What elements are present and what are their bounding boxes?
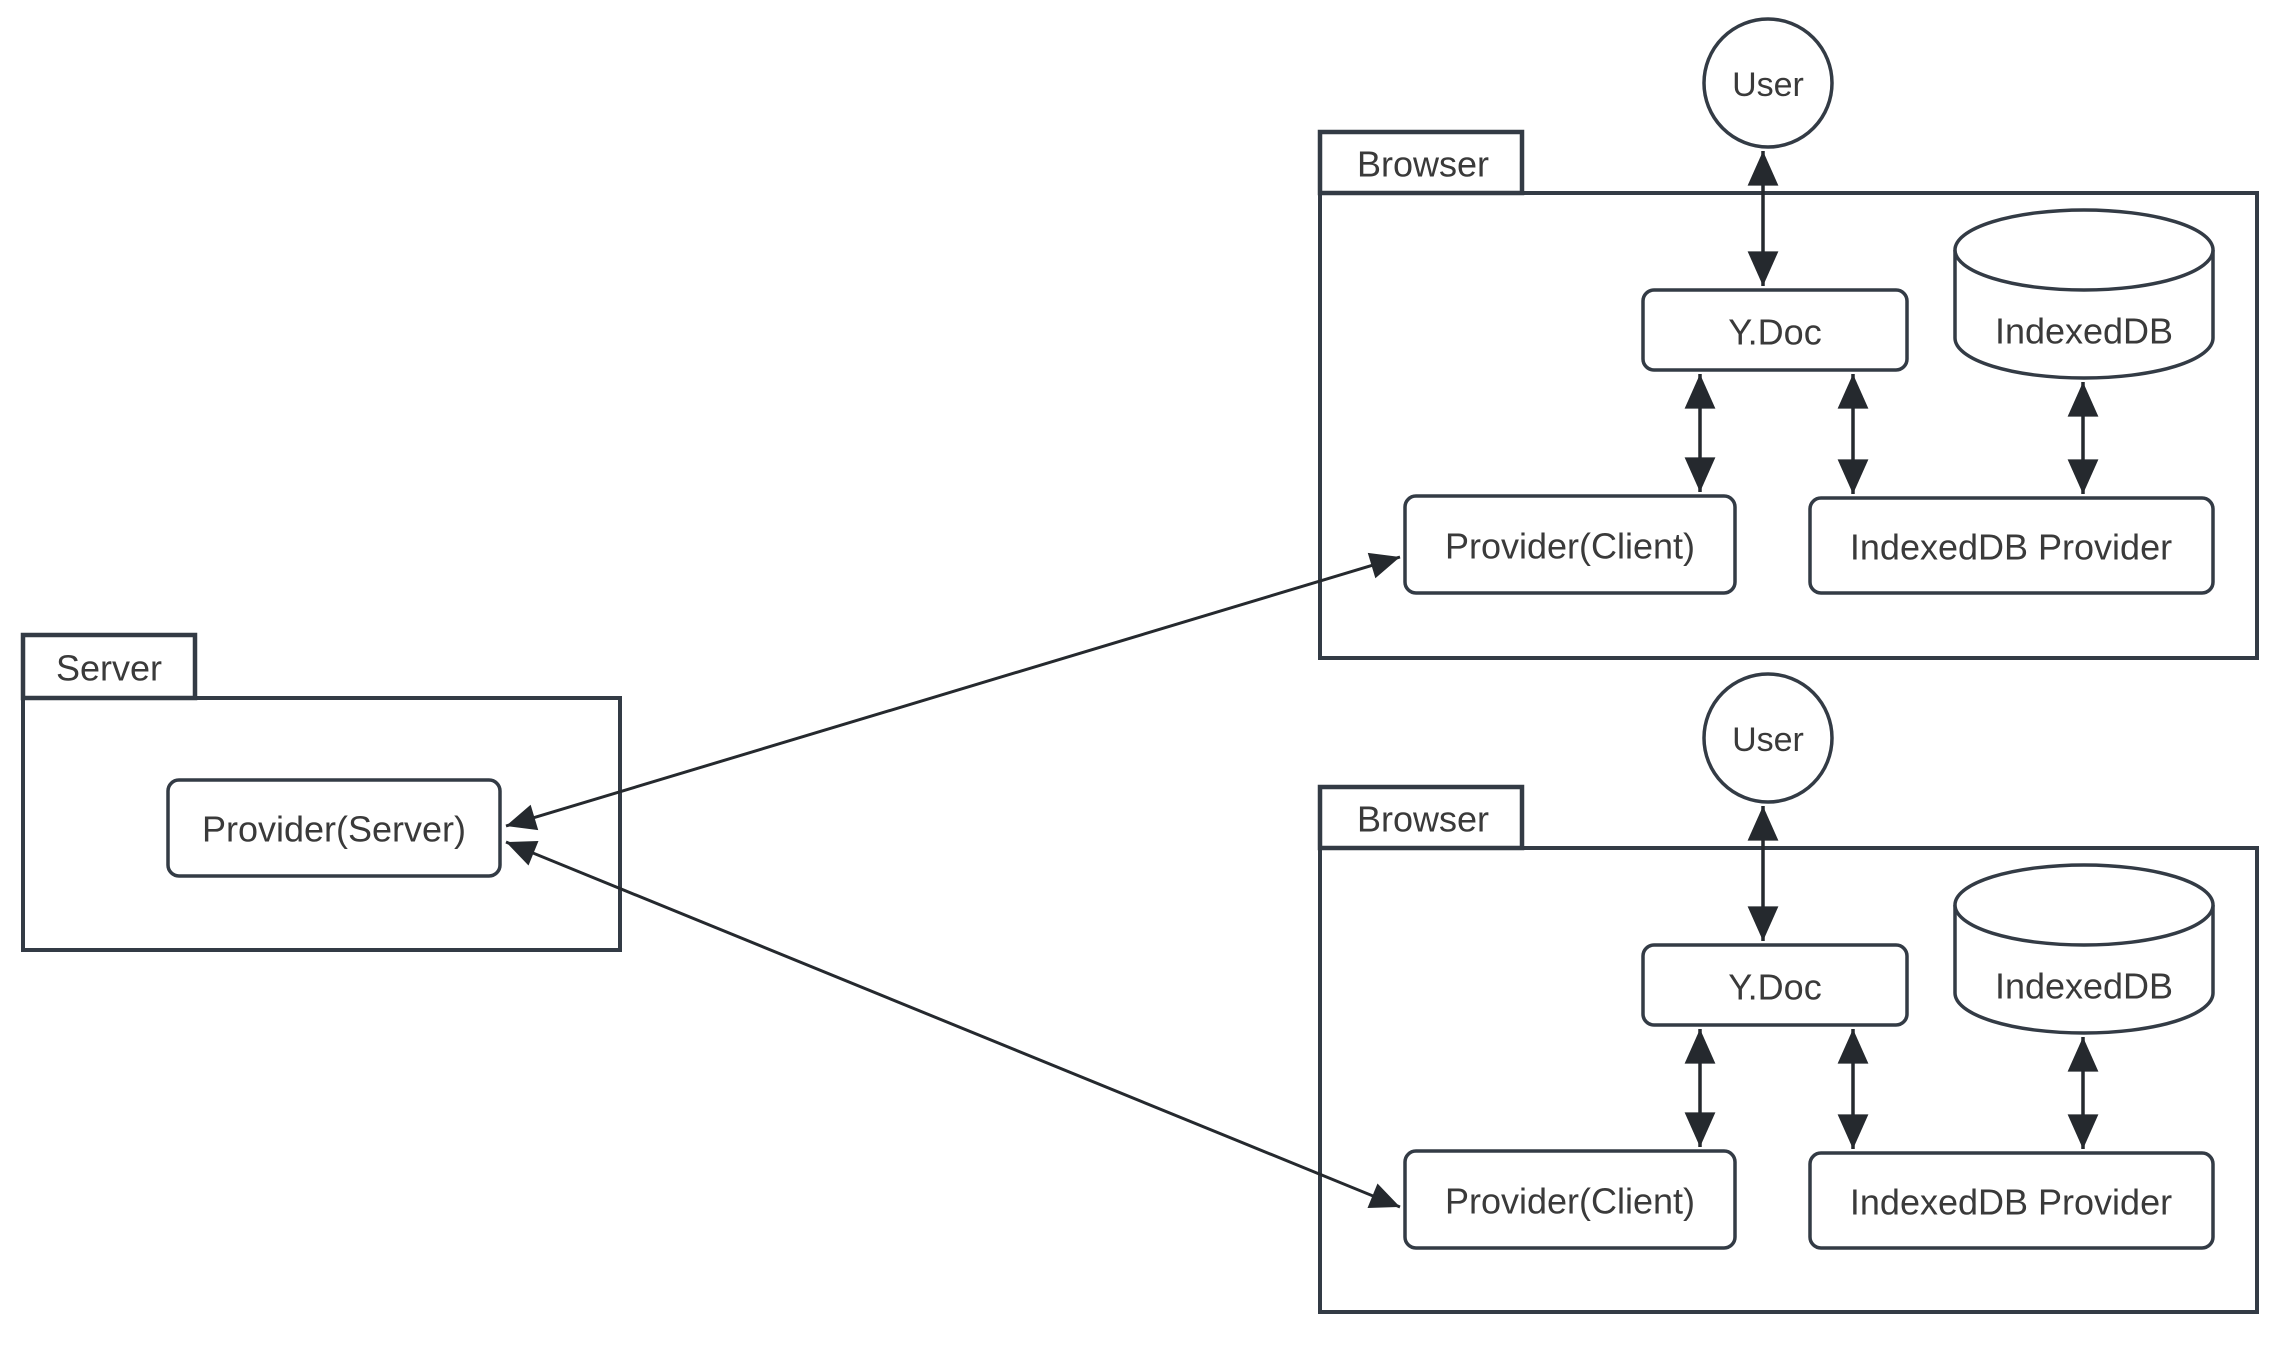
server-package: Server Provider(Server): [20, 632, 622, 952]
provider-client-2-label: Provider(Client): [1445, 1181, 1695, 1222]
ydoc-1-box: [1641, 288, 1909, 372]
indexeddb-2-cylinder-top: [1953, 863, 2215, 947]
indexeddb-provider-2-label: IndexedDB Provider: [1850, 1182, 2172, 1223]
indexeddb-provider-node-1: IndexedDB Provider: [1808, 496, 2215, 595]
server-package-label: Server: [56, 648, 162, 689]
indexeddb-2-label: IndexedDB: [1995, 966, 2173, 1007]
provider-server-box: [166, 778, 502, 878]
provider-server-node: Provider(Server): [166, 778, 502, 878]
user-actor-2: User: [1702, 672, 1834, 804]
browser-1-package-tab: [1317, 129, 1525, 196]
user-2-circle: [1702, 672, 1834, 804]
ydoc-2-label: Y.Doc: [1728, 967, 1821, 1008]
user-actor-1: User: [1702, 17, 1834, 149]
provider-client-2-box: [1403, 1149, 1737, 1250]
user-2-label: User: [1732, 721, 1804, 759]
user-1-circle: [1702, 17, 1834, 149]
indexeddb-1-label: IndexedDB: [1995, 311, 2173, 352]
indexeddb-1-cylinder-top: [1953, 208, 2215, 292]
indexeddb-provider-1-box: [1808, 496, 2215, 595]
browser-package-1: Browser User Y.Doc IndexedDB Provider(Cl…: [1317, 17, 2259, 660]
ydoc-2-box: [1641, 943, 1909, 1027]
indexeddb-provider-1-label: IndexedDB Provider: [1850, 527, 2172, 568]
browser-1-package-label: Browser: [1357, 144, 1489, 185]
provider-client-node-2: Provider(Client): [1403, 1149, 1737, 1250]
browser-package-2: Browser User Y.Doc IndexedDB Provider(Cl…: [1317, 672, 2259, 1314]
provider-client-1-label: Provider(Client): [1445, 526, 1695, 567]
server-package-tab: [20, 632, 198, 701]
browser-2-package-label: Browser: [1357, 799, 1489, 840]
user-1-label: User: [1732, 66, 1804, 104]
ydoc-node-2: Y.Doc: [1641, 943, 1909, 1027]
edge-providerserver-providerclient2: [505, 840, 1401, 1209]
provider-client-1-box: [1403, 494, 1737, 595]
indexeddb-provider-2-box: [1808, 1151, 2215, 1250]
indexeddb-cylinder-1: IndexedDB: [1953, 208, 2215, 380]
indexeddb-cylinder-2: IndexedDB: [1953, 863, 2215, 1035]
ydoc-1-label: Y.Doc: [1728, 312, 1821, 353]
provider-client-node-1: Provider(Client): [1403, 494, 1737, 595]
provider-server-label: Provider(Server): [202, 809, 466, 850]
ydoc-node-1: Y.Doc: [1641, 288, 1909, 372]
indexeddb-provider-node-2: IndexedDB Provider: [1808, 1151, 2215, 1250]
edge-providerserver-providerclient1: [505, 552, 1401, 831]
